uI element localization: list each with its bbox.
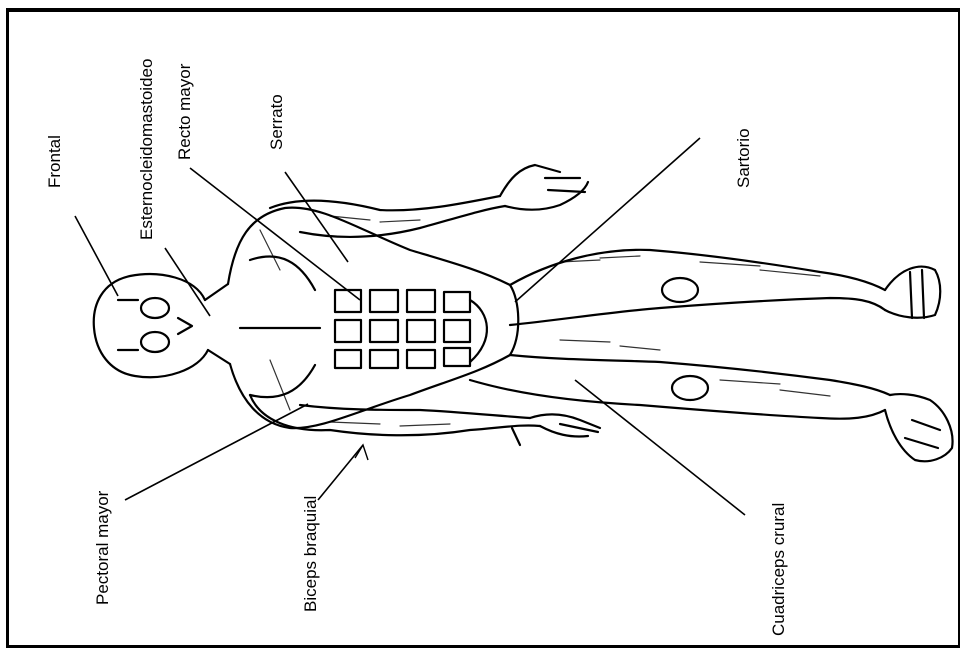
label-serrato: Serrato: [268, 94, 285, 150]
hand-top: [500, 165, 588, 210]
leader-esternocleidomastoideo: [165, 248, 210, 316]
leg-bottom: [510, 355, 890, 395]
leader-sartorio: [515, 138, 700, 302]
label-esternocleidomastoideo: Esternocleidomastoideo: [138, 59, 155, 240]
label-sartorio: Sartorio: [735, 128, 752, 188]
leader-pectoral-mayor: [125, 404, 308, 500]
label-cuadriceps-crural: Cuadriceps crural: [770, 503, 787, 636]
label-recto-mayor: Recto mayor: [176, 64, 193, 160]
label-pectoral-mayor: Pectoral mayor: [94, 491, 111, 605]
label-frontal: Frontal: [46, 135, 63, 188]
leader-biceps-braquial: [318, 445, 363, 500]
leader-frontal: [75, 216, 118, 296]
torso-outline: [228, 208, 518, 429]
label-biceps-braquial: Biceps braquial: [302, 496, 319, 612]
foot-bottom: [885, 394, 953, 461]
hand-bottom: [530, 414, 600, 436]
leader-recto-mayor: [190, 168, 360, 300]
neck-outline: [205, 284, 230, 364]
leader-cuadriceps-crural: [575, 380, 745, 515]
